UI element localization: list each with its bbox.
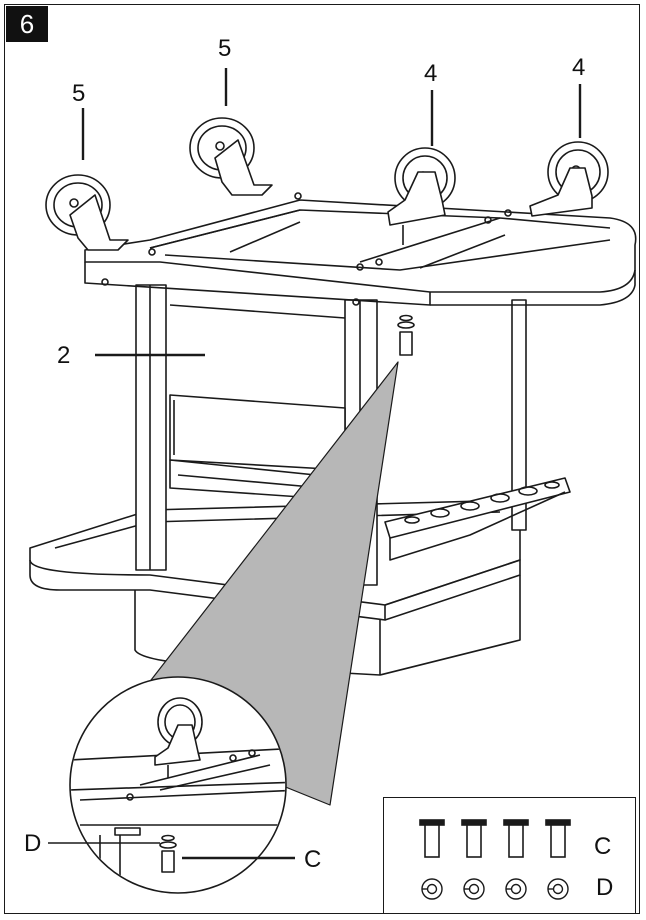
washer-d-icon — [463, 878, 485, 900]
legend-washer-label: D — [596, 874, 614, 901]
label-detail-c: C — [304, 846, 322, 873]
label-frame-2: 2 — [57, 342, 71, 369]
label-caster-4-right: 4 — [572, 54, 586, 81]
label-caster-4-left: 4 — [424, 60, 438, 87]
instruction-frame — [4, 4, 640, 914]
label-caster-5-left: 5 — [72, 80, 86, 107]
parts-legend-box: C D — [383, 797, 636, 914]
washer-d-icon — [547, 878, 569, 900]
label-detail-d: D — [24, 830, 42, 857]
parts-legend-drawing — [419, 819, 571, 900]
caster-item5-right — [189, 117, 273, 196]
bolt-c-icon — [419, 819, 445, 858]
caster-item4-left — [387, 147, 456, 245]
caster-item5-left — [45, 174, 129, 251]
step-number-badge: 6 — [6, 6, 48, 42]
bolt-c-icon — [545, 819, 571, 858]
washer-d-icon — [421, 878, 443, 900]
bolt-c-icon — [461, 819, 487, 858]
tool-holder — [384, 477, 571, 561]
label-caster-5-right: 5 — [218, 35, 232, 62]
washer-d-icon — [505, 878, 527, 900]
legend-bolt-label: C — [594, 833, 612, 860]
bolt-c-icon — [503, 819, 529, 858]
exploded-bolt — [397, 314, 415, 356]
detail-circle — [69, 676, 287, 894]
leader-lines — [48, 68, 582, 860]
caster-item4-right — [529, 141, 609, 217]
